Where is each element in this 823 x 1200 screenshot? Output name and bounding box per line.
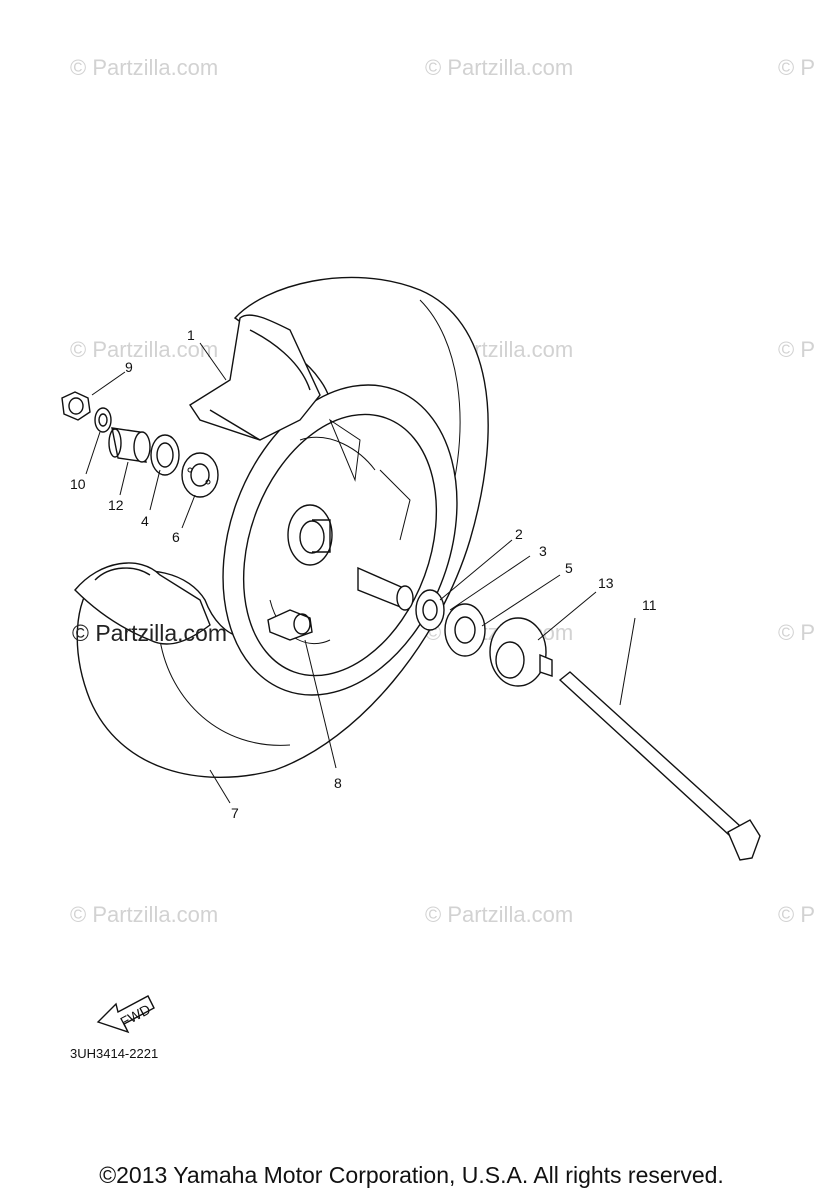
watermark: © Partzilla.com	[70, 337, 219, 362]
oil-seal-4	[150, 434, 180, 476]
collar-12	[108, 427, 151, 463]
hub	[287, 504, 333, 566]
callout-4: 4	[141, 513, 149, 529]
callout-10: 10	[70, 476, 86, 492]
watermark: © Partzilla.com	[425, 55, 574, 80]
callout-5: 5	[565, 560, 573, 576]
watermark: © Partzilla.com	[425, 902, 574, 927]
callout-6: 6	[172, 529, 180, 545]
bearing-3	[415, 589, 445, 631]
callout-8: 8	[334, 775, 342, 791]
callout-11: 11	[642, 597, 657, 613]
watermark: © P	[778, 337, 815, 362]
callout-3: 3	[539, 543, 547, 559]
nut-9	[61, 391, 91, 421]
watermark: © Partzilla.com	[70, 55, 219, 80]
fwd-arrow-icon: FWD	[96, 995, 155, 1034]
gear-unit-13	[489, 617, 553, 687]
watermark: © P	[778, 902, 815, 927]
valve	[267, 609, 313, 641]
callout-13: 13	[598, 575, 614, 591]
callout-2: 2	[515, 526, 523, 542]
callout-1: 1	[187, 327, 195, 343]
watermark: © P	[778, 620, 815, 645]
watermark: © Partzilla.com	[70, 902, 219, 927]
callout-7: 7	[231, 805, 239, 821]
copyright-notice: ©2013 Yamaha Motor Corporation, U.S.A. A…	[99, 1162, 724, 1188]
watermark: © Partzilla.com	[72, 620, 227, 646]
bearing-5	[444, 603, 486, 657]
watermark: © P	[778, 55, 815, 80]
leader-lines	[85, 342, 636, 804]
callout-labels: 1 2 3 4 5 6 7 8 9 10 11 12 13	[70, 327, 657, 821]
callout-12: 12	[108, 497, 124, 513]
diagram-code: 3UH3414-2221	[70, 1046, 159, 1061]
callout-9: 9	[125, 359, 133, 375]
tube	[189, 314, 321, 441]
spacer-2	[357, 566, 414, 612]
washer-10	[94, 407, 112, 433]
bearing-6	[181, 452, 219, 498]
axle-11	[558, 671, 761, 861]
